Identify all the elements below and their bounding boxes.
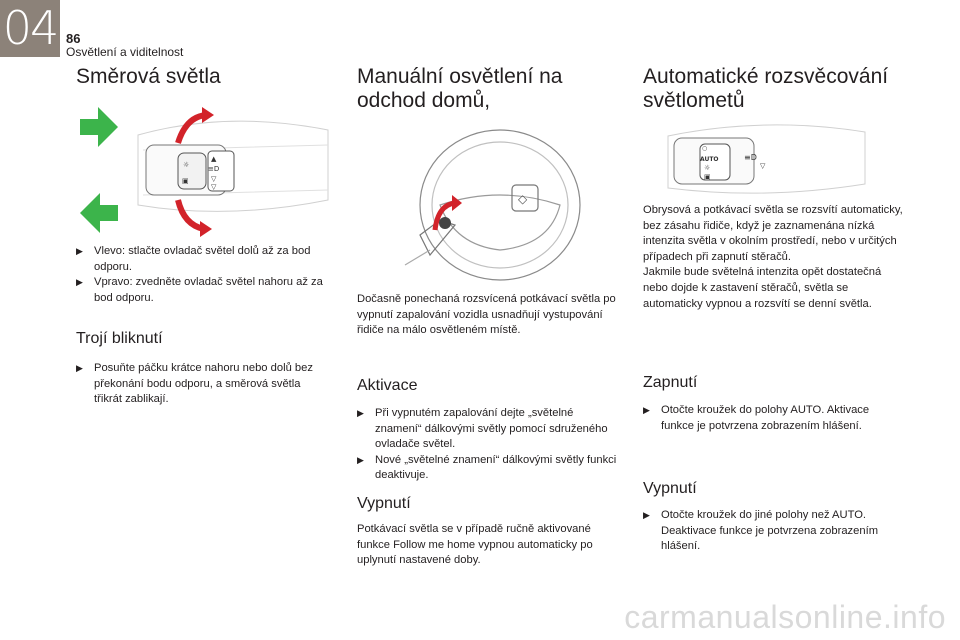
section-title: Osvětlení a viditelnost xyxy=(66,45,184,59)
follow-me-home-title: Manuální osvětlení na odchod domů, xyxy=(357,65,563,112)
list-item: ▶Vpravo: zvedněte ovladač světel nahoru … xyxy=(76,276,323,304)
svg-text:☼: ☼ xyxy=(183,161,189,169)
auto-off-instructions: ▶Otočte kroužek do jiné polohy než AUTO.… xyxy=(643,508,893,555)
svg-text:☼: ☼ xyxy=(704,164,710,172)
turn-signals-title: Směrová světla xyxy=(76,65,221,88)
svg-text:◇: ◇ xyxy=(518,192,528,206)
activation-title: Aktivace xyxy=(357,377,418,394)
bullet-icon: ▶ xyxy=(643,510,650,520)
page-number: 86 xyxy=(66,31,81,46)
bullet-icon: ▶ xyxy=(76,277,83,288)
up-rotate-arrow-icon xyxy=(175,112,207,144)
left-arrow-icon xyxy=(80,193,118,233)
auto-on-title: Zapnutí xyxy=(643,374,698,391)
auto-lighting-stalk-illustration: ○ AUTO ☼ ▣ ≡D ▽ xyxy=(660,118,870,198)
bullet-icon: ▶ xyxy=(357,408,364,418)
follow-me-off-title: Vypnutí xyxy=(357,495,411,512)
list-item: ▶Otočte kroužek do jiné polohy než AUTO.… xyxy=(643,509,879,553)
list-item: ▶Otočte kroužek do polohy AUTO. Aktivace… xyxy=(643,404,870,432)
right-arrow-icon xyxy=(80,107,118,147)
list-item: ▶Nové „světelné znamení“ dálkovými světl… xyxy=(357,453,617,482)
auto-on-instructions: ▶Otočte kroužek do polohy AUTO. Aktivace… xyxy=(643,403,893,434)
follow-me-home-intro: Dočasně ponechaná rozsvícená potkávací s… xyxy=(357,293,616,337)
svg-text:▽: ▽ xyxy=(211,183,217,191)
list-item: ▶Vlevo: stlačte ovladač světel dolů až z… xyxy=(76,245,311,273)
auto-label: AUTO xyxy=(700,156,719,163)
steering-wheel-illustration: ◇ xyxy=(400,125,585,290)
chapter-number: 04 xyxy=(0,0,60,57)
auto-headlamps-title: Automatické rozsvěcování světlometů xyxy=(643,65,889,112)
list-item: ▶Posuňte páčku krátce nahoru nebo dolů b… xyxy=(76,362,313,406)
svg-text:≡D: ≡D xyxy=(744,153,757,162)
svg-text:▣: ▣ xyxy=(704,173,711,181)
bullet-icon: ▶ xyxy=(76,363,83,373)
follow-me-off-text: Potkávací světla se v případě ručně akti… xyxy=(357,523,593,567)
turn-signals-column: Směrová světla xyxy=(76,65,326,89)
svg-text:▣: ▣ xyxy=(182,177,189,185)
svg-text:▽: ▽ xyxy=(760,162,766,170)
svg-text:≡D: ≡D xyxy=(208,165,219,173)
bullet-icon: ▶ xyxy=(357,454,364,465)
auto-headlamps-intro: Obrysová a potkávací světla se rozsvítí … xyxy=(643,204,903,310)
bullet-icon: ▶ xyxy=(643,405,650,415)
activation-instructions: ▶Při vypnutém zapalování dejte „světelné… xyxy=(357,406,622,484)
bullet-icon: ▶ xyxy=(76,246,83,256)
turn-signal-instructions: ▶Vlevo: stlačte ovladač světel dolů až z… xyxy=(76,244,324,306)
svg-text:○: ○ xyxy=(702,145,707,152)
triple-flash-instructions: ▶Posuňte páčku krátce nahoru nebo dolů b… xyxy=(76,361,324,408)
triple-flash-title: Trojí bliknutí xyxy=(76,330,163,347)
svg-text:▽: ▽ xyxy=(211,175,217,183)
turn-signal-stalk-illustration: ☼ ▣ ▲ ≡D ▽▽ xyxy=(78,105,333,240)
svg-text:▲: ▲ xyxy=(211,155,217,163)
watermark: carmanualsonline.info xyxy=(624,599,946,635)
auto-off-title: Vypnutí xyxy=(643,480,697,497)
list-item: ▶Při vypnutém zapalování dejte „světelné… xyxy=(357,407,608,451)
